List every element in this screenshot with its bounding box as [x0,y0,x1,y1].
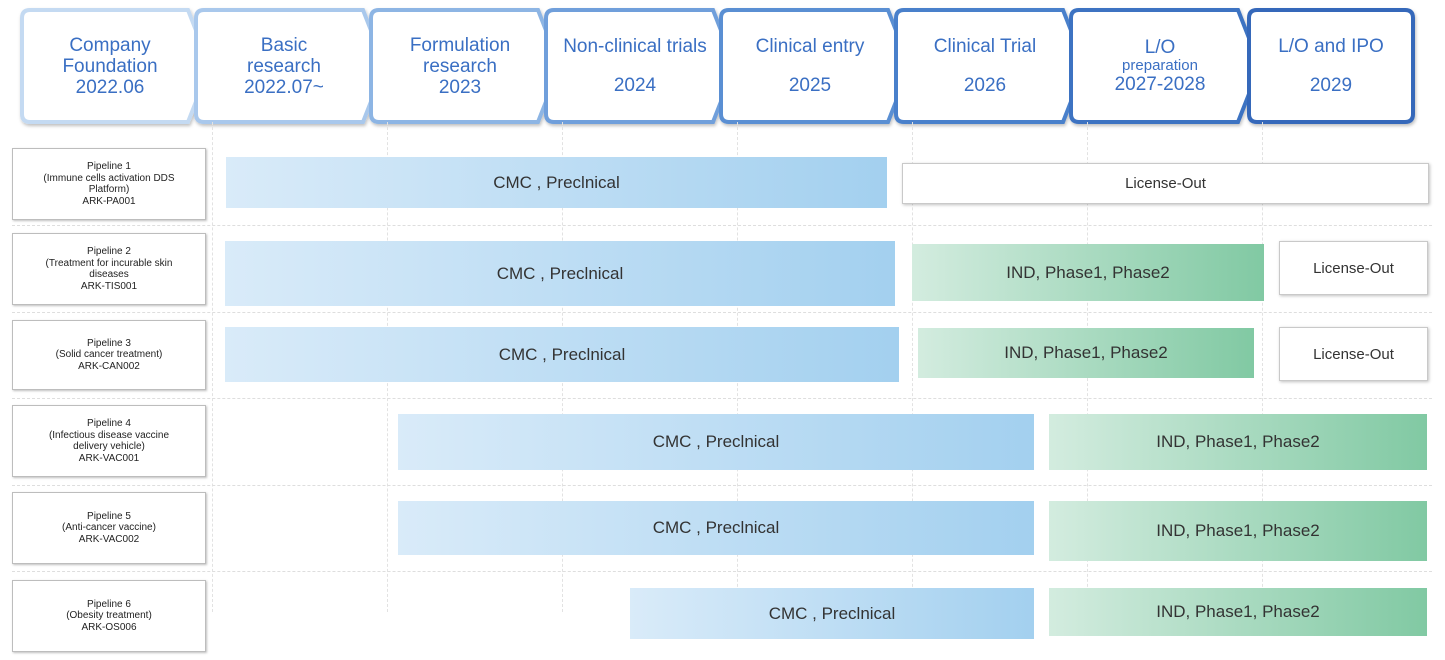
pipeline-name: Pipeline 2 [87,246,131,257]
stage-lo-ipo: L/O and IPO 2029 [1249,14,1413,118]
stage-year: 2022.06 [75,76,145,98]
pipeline-code: ARK-VAC002 [78,533,140,545]
row-divider [12,571,1432,572]
timeline-chevron-8 [1247,8,1415,124]
stage-lo-preparation: L/O preparation 2027-2028 [1071,14,1249,118]
preclinical-bar-4: CMC , Preclnical [398,414,1034,470]
pipeline-code: ARK-PA001 [82,195,136,207]
stage-title: L/O and IPO [1278,36,1384,57]
timeline-chevron-7 [1069,8,1263,124]
timeline-chevron-3 [369,8,563,124]
stage-subtitle: research [423,55,497,77]
clinical-bar-2: IND, Phase1, Phase2 [912,244,1264,301]
stage-subtitle: Foundation [62,55,158,77]
clinical-bar-5: IND, Phase1, Phase2 [1049,501,1427,561]
preclinical-bar-3: CMC , Preclnical [225,327,899,382]
pipeline-description: (Obesity treatment) [66,610,152,622]
row-divider [12,225,1432,226]
stage-title: Clinical entry [755,36,865,57]
stage-year: 2026 [963,75,1007,96]
grid-line [212,122,213,612]
clinical-bar-3: IND, Phase1, Phase2 [918,328,1254,378]
pipeline-description: (Solid cancer treatment) [55,349,163,361]
pipeline-description: diseases [89,269,129,280]
stage-subtitle: research [247,55,321,77]
grid-line [1262,122,1263,612]
pipeline-description: (Treatment for incurable skin [45,257,173,269]
timeline-chevron-2 [194,8,388,124]
timeline-chevron-5 [719,8,913,124]
row-divider [12,398,1432,399]
clinical-bar-6: IND, Phase1, Phase2 [1049,588,1427,636]
pipeline-code: ARK-TIS001 [80,280,138,292]
preclinical-bar-6: CMC , Preclnical [630,588,1034,639]
stage-title: Clinical Trial [933,36,1037,57]
clinical-bar-4: IND, Phase1, Phase2 [1049,414,1427,470]
stage-year: 2024 [613,75,657,96]
pipeline-name: Pipeline 1 [87,161,131,172]
stage-title: Company [69,34,151,56]
pipeline-description: Platform) [88,184,130,195]
pipeline-label-3: Pipeline 3 (Solid cancer treatment) ARK-… [12,320,206,390]
preclinical-bar-1: CMC , Preclnical [226,157,887,208]
pipeline-label-2: Pipeline 2 (Treatment for incurable skin… [12,233,206,305]
stage-year: 2023 [438,76,482,98]
stage-basic-research: Basic research 2022.07~ [196,14,372,118]
row-divider [12,312,1432,313]
stage-title: Formulation [409,34,511,56]
pipeline-description: (Anti-cancer vaccine) [62,522,156,534]
timeline-chevrons [20,8,1415,124]
timeline-chevron-1 [20,8,213,124]
pipeline-code: ARK-OS006 [81,621,137,633]
stage-year: 2022.07~ [244,76,324,98]
pipeline-name: Pipeline 4 [87,418,131,429]
stage-year: 2025 [788,75,832,96]
pipeline-description: delivery vehicle) [73,441,145,452]
license-out-bar-1: License-Out [902,163,1429,204]
pipeline-label-1: Pipeline 1 (Immune cells activation DDS … [12,148,206,220]
pipeline-label-5: Pipeline 5 (Anti-cancer vaccine) ARK-VAC… [12,492,206,564]
pipeline-description: (Infectious disease vaccine [48,429,170,441]
stage-formulation-research: Formulation research 2023 [371,14,549,118]
grid-line [912,122,913,612]
stage-year: 2029 [1309,75,1353,96]
pipeline-label-4: Pipeline 4 (Infectious disease vaccine d… [12,405,206,477]
pipeline-name: Pipeline 5 [87,510,131,522]
stage-clinical-trial: Clinical Trial 2026 [896,14,1074,118]
license-out-bar-3: License-Out [1279,327,1428,381]
pipeline-description: (Immune cells activation DDS [43,172,175,184]
timeline-chevron-6 [894,8,1088,124]
pipeline-name: Pipeline 6 [87,598,131,610]
stage-foundation: Company Foundation 2022.06 [22,14,198,118]
pipeline-code: ARK-VAC001 [78,452,140,464]
license-out-bar-2: License-Out [1279,241,1428,295]
preclinical-bar-2: CMC , Preclnical [225,241,895,306]
stage-title: L/O [1144,37,1176,58]
stage-subtitle: preparation [1122,57,1198,74]
stage-year: 2027-2028 [1114,74,1206,95]
pipeline-code: ARK-CAN002 [78,360,140,372]
timeline-chevron-4 [544,8,738,124]
stage-non-clinical: Non-clinical trials 2024 [546,14,724,118]
stage-clinical-entry: Clinical entry 2025 [721,14,899,118]
stage-title: Non-clinical trials [563,36,707,57]
row-divider [12,485,1432,486]
preclinical-bar-5: CMC , Preclnical [398,501,1034,555]
pipeline-name: Pipeline 3 [87,337,131,349]
pipeline-label-6: Pipeline 6 (Obesity treatment) ARK-OS006 [12,580,206,652]
stage-title: Basic [260,34,308,56]
